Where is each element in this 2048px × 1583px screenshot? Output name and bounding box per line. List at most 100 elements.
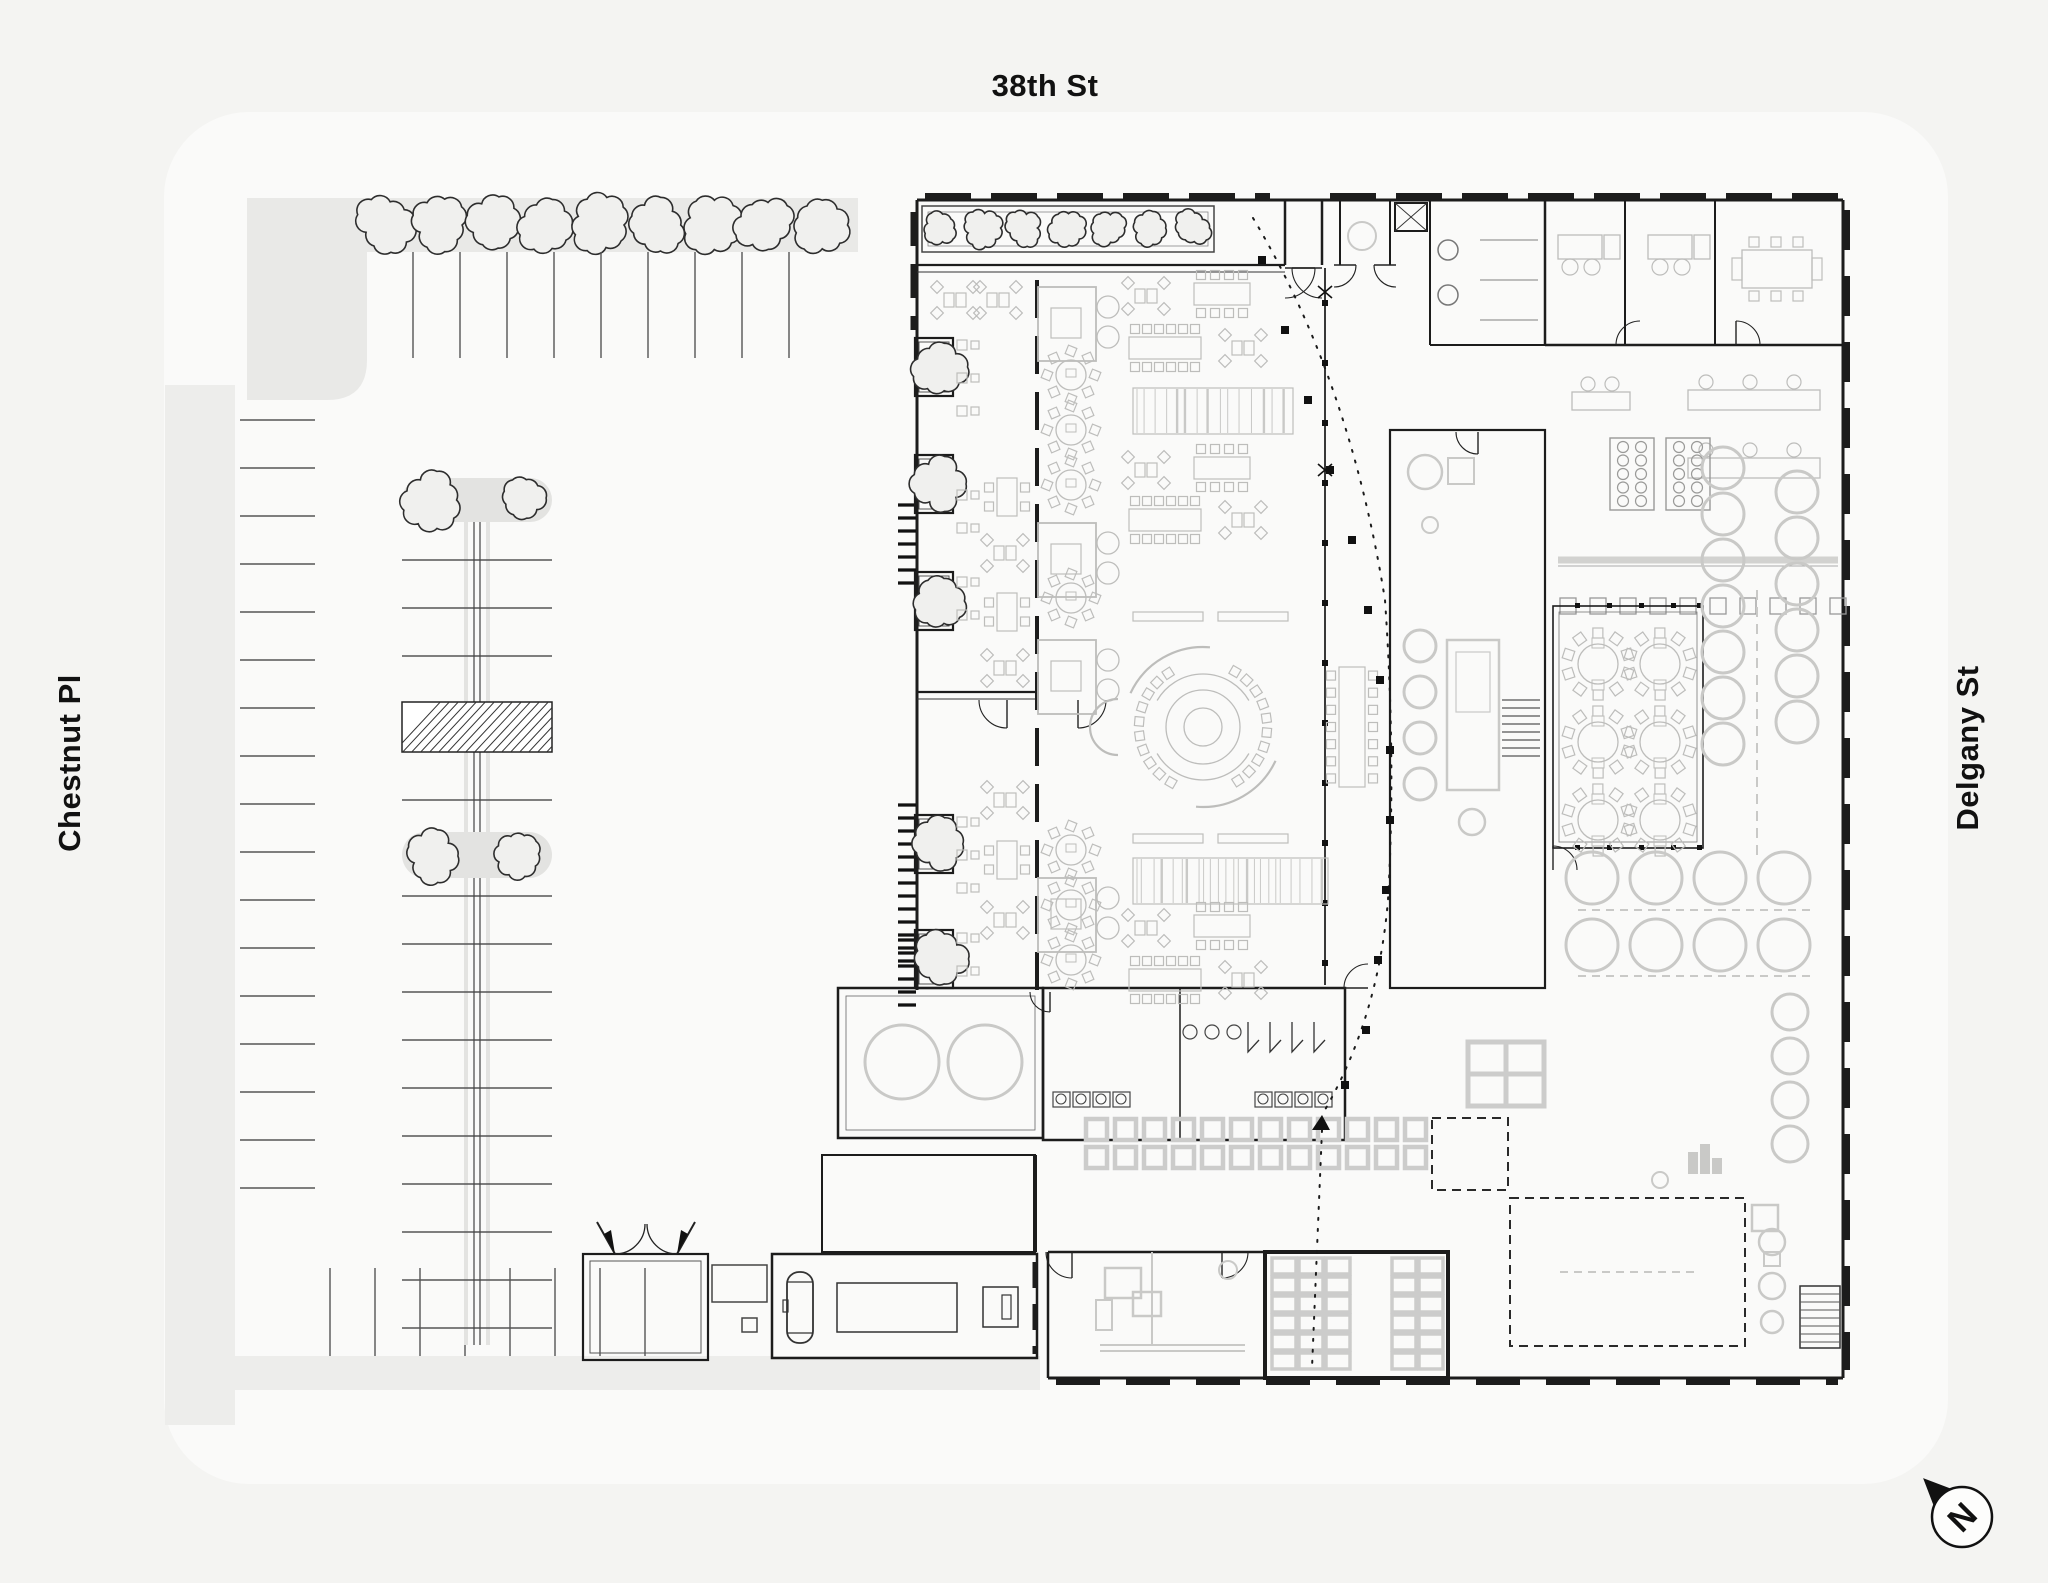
median-tree-icon [493, 832, 541, 881]
chair-icon [1592, 767, 1604, 779]
communal-table [996, 592, 1018, 632]
patio-tree-icon [923, 210, 957, 246]
chair-icon [1325, 704, 1337, 715]
section-line-dots [1252, 217, 1393, 1116]
chair-icon [972, 305, 988, 321]
door-swing-arc [1221, 1251, 1249, 1279]
curved-bench [1088, 697, 1119, 757]
terrace-grid-cell [1228, 1116, 1255, 1143]
chair-icon [970, 340, 980, 350]
round-table [1055, 414, 1087, 446]
chair-icon [1608, 759, 1625, 775]
chair-icon [1047, 936, 1061, 950]
chair-icon [1165, 955, 1177, 967]
chair-icon [1260, 712, 1273, 724]
median-tree-icon [501, 476, 548, 521]
lavatory [1274, 1091, 1293, 1108]
chair-icon [1670, 787, 1686, 803]
bench-desk [1687, 457, 1821, 479]
chair-icon [1237, 939, 1249, 951]
table [1231, 972, 1243, 988]
banquette-table [1132, 857, 1329, 905]
chair-icon [1120, 275, 1136, 291]
office-chair [1604, 376, 1620, 392]
chair-icon [1047, 860, 1061, 874]
terrace-grid-cell [1170, 1116, 1197, 1143]
round-table [1055, 834, 1087, 866]
chair-icon [983, 482, 995, 493]
chair-icon [1088, 843, 1102, 857]
lounge-table [1050, 307, 1082, 339]
office-chair [1786, 442, 1802, 458]
hatch-line [411, 702, 459, 752]
small-tank [1757, 1227, 1787, 1257]
door-swing-arc [1333, 264, 1357, 288]
tank [1564, 850, 1620, 906]
chair-icon [1081, 970, 1095, 984]
lavatory [1072, 1091, 1091, 1108]
chair-icon [1133, 715, 1145, 727]
chair-icon [1189, 533, 1201, 545]
storage-rack-cell [1297, 1275, 1325, 1295]
chair-icon [1253, 525, 1269, 541]
dining-hall [1088, 269, 1379, 1005]
bar-chart-block [1712, 1158, 1722, 1174]
fuel-cylinder [786, 1271, 814, 1344]
terrace-grid-cell [1344, 1144, 1371, 1171]
storage-rack-cell [1324, 1313, 1352, 1333]
storage-rack-cell [1297, 1313, 1325, 1333]
pivot-door [1317, 285, 1333, 299]
storage-rack-cell [1324, 1351, 1352, 1371]
desk [1557, 234, 1603, 260]
tank [1700, 583, 1746, 629]
chair-icon [1189, 361, 1201, 373]
storage-rack-cell [1297, 1351, 1325, 1371]
chair-icon [1634, 681, 1650, 697]
chair-icon [1633, 709, 1650, 725]
round-table [1055, 944, 1087, 976]
chair-icon [1120, 475, 1136, 491]
chair-icon [1129, 323, 1141, 335]
crosswalk-hatch [402, 702, 552, 752]
chair-icon [1634, 759, 1650, 775]
terrace-grid-cell [1402, 1144, 1429, 1171]
barrel [1616, 481, 1630, 494]
chair-icon [1064, 392, 1078, 406]
communal-table [1193, 282, 1251, 306]
curved-bench [1195, 760, 1277, 809]
tank [946, 1023, 1024, 1101]
chair-icon [929, 279, 945, 295]
patio-tree-icon [1090, 211, 1128, 248]
chair-icon [1230, 773, 1245, 788]
chair-icon [1153, 361, 1165, 373]
communal-table [1128, 968, 1202, 992]
street-tree-icon [516, 197, 574, 255]
pallet [982, 1286, 1019, 1328]
storage-rack-cell [1270, 1313, 1298, 1333]
chair-icon [1165, 993, 1177, 1005]
street-tree-icon [683, 195, 743, 256]
equipment-box [1829, 597, 1847, 615]
mullion [1322, 600, 1328, 606]
chair-icon [1367, 687, 1379, 698]
banquet-round-table [1577, 721, 1619, 763]
chair-icon [1081, 574, 1095, 588]
chair-icon [970, 490, 980, 500]
barrel-rack [1665, 437, 1711, 511]
table [943, 292, 955, 308]
tank [1774, 561, 1820, 607]
office-chair [1742, 374, 1758, 390]
barrel [1690, 440, 1704, 454]
chair-icon [1120, 933, 1136, 949]
chair-icon [1253, 353, 1269, 369]
chair-icon [1189, 323, 1201, 335]
office-chair [1580, 376, 1596, 392]
chair-icon [1237, 443, 1249, 455]
chair-icon [1141, 993, 1153, 1005]
communal-table [996, 840, 1018, 880]
chair-icon [1064, 615, 1078, 629]
chair-icon [1792, 290, 1804, 302]
storage-rack-cell [1297, 1256, 1325, 1276]
door-swing-arc [1343, 963, 1369, 989]
terrace-grid-cell [1286, 1116, 1313, 1143]
